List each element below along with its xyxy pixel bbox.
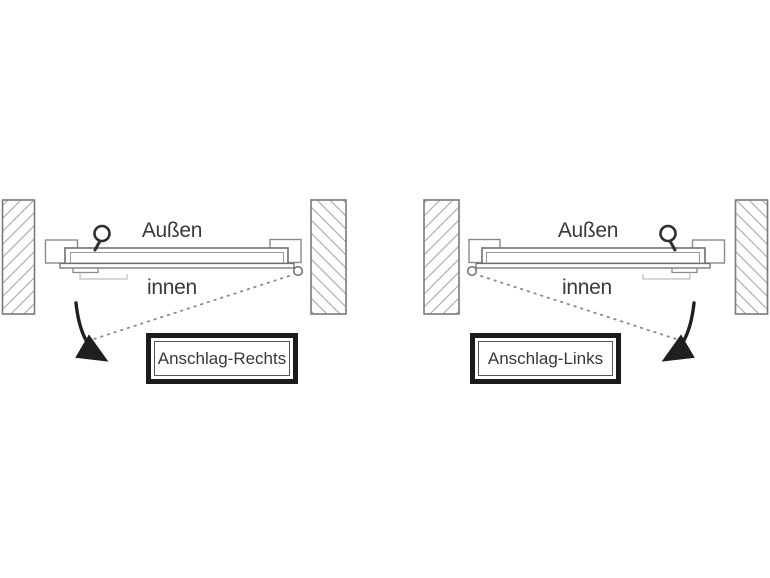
door-leaf	[481, 247, 706, 265]
inside-label: innen	[147, 276, 197, 299]
hinge-pivot-icon	[466, 265, 478, 277]
opening-direction-arrow	[661, 301, 696, 362]
lock-rebate-step-outer	[642, 272, 691, 280]
caption-box-anschlag-rechts: Anschlag-Rechts	[146, 333, 298, 384]
door-section-drawing-left-hinged	[423, 199, 769, 362]
outside-label: Außen	[557, 219, 619, 242]
caption-label: Anschlag-Rechts	[157, 348, 287, 368]
door-leaf	[64, 247, 289, 265]
caption-inner-frame: Anschlag-Rechts	[154, 341, 290, 376]
lock-rebate-step	[72, 268, 99, 274]
door-knob-stem	[668, 239, 677, 252]
panel-anschlag-rechts: Außen innen Anschlag-Rechts	[1, 199, 347, 384]
caption-box-anschlag-links: Anschlag-Links	[470, 333, 621, 384]
door-section-drawing-right-hinged	[1, 199, 347, 362]
door-knob-stem	[93, 239, 102, 252]
door-knob-icon	[659, 224, 677, 243]
door-swing-dashed-line	[480, 275, 677, 340]
lock-rebate-step	[671, 268, 698, 274]
wall-section-left	[1, 199, 36, 315]
door-knob-icon	[93, 224, 111, 243]
lock-rebate-step-outer	[79, 272, 128, 280]
door-leaf-lip	[475, 262, 711, 269]
outside-label: Außen	[141, 219, 203, 242]
opening-direction-arrow	[74, 301, 109, 362]
panel-anschlag-links: Außen innen Anschlag-Links	[385, 0, 770, 578]
hinge-pivot-icon	[292, 265, 304, 277]
inside-label: innen	[562, 276, 612, 299]
caption-label: Anschlag-Links	[487, 348, 604, 368]
wall-section-right	[310, 199, 347, 315]
wall-section-right	[734, 199, 769, 315]
caption-inner-frame: Anschlag-Links	[478, 341, 613, 376]
door-swing-dashed-line	[93, 275, 290, 340]
wall-section-left	[423, 199, 460, 315]
door-leaf-lip	[59, 262, 295, 269]
